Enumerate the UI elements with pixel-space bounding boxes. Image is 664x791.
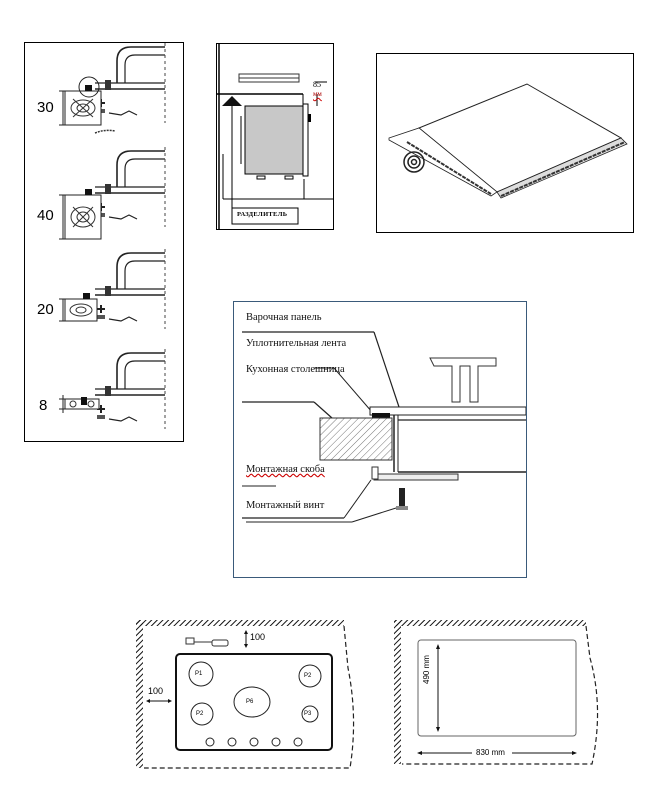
burner-p6: P6 bbox=[246, 699, 254, 705]
dimension-unit: мм bbox=[313, 90, 322, 98]
label-mounting-bracket: Монтажная скоба bbox=[246, 464, 325, 475]
burner-p1: P1 bbox=[195, 671, 203, 677]
seal-variant-30 bbox=[59, 43, 166, 134]
seal-variant-8 bbox=[59, 349, 166, 430]
burner-p2-left: P2 bbox=[196, 711, 204, 717]
dimension-value-85: 85 bbox=[313, 80, 321, 89]
label-mounting-screw: Монтажный винт bbox=[246, 500, 325, 511]
cutout-height-label: 490 mm bbox=[422, 655, 431, 684]
hob-seal-tape-drawing bbox=[388, 83, 628, 199]
seal-variant-40 bbox=[59, 147, 166, 240]
dimension-label-20: 20 bbox=[37, 301, 54, 318]
figure-hob-seal-tape bbox=[376, 53, 634, 233]
cutout-dimensions-drawing bbox=[394, 620, 599, 765]
figure-cutout-dimensions: 490 mm 830 mm bbox=[392, 618, 608, 773]
dimension-label-30: 30 bbox=[37, 99, 54, 116]
figure-seal-variants: 30 40 20 8 bbox=[24, 42, 184, 442]
burner-p3: P3 bbox=[304, 711, 312, 717]
dimension-label-8: 8 bbox=[39, 397, 48, 414]
figure-installation-section: Варочная панель Уплотнительная лента Кух… bbox=[233, 301, 527, 578]
installation-section-drawing bbox=[242, 331, 526, 523]
hob-clearance-drawing bbox=[136, 620, 355, 769]
clearance-left-label: 100 bbox=[148, 686, 164, 696]
figure-oven-divider: 85 мм РАЗДЕЛИТЕЛЬ bbox=[216, 43, 334, 230]
cutout-width-label: 830 mm bbox=[476, 748, 505, 757]
dimension-label-40: 40 bbox=[37, 207, 54, 224]
divider-label: РАЗДЕЛИТЕЛЬ bbox=[237, 211, 288, 218]
clearance-top-label: 100 bbox=[250, 632, 266, 642]
seal-variant-20 bbox=[59, 249, 166, 330]
label-kitchen-worktop: Кухонная столешница bbox=[246, 364, 345, 375]
label-sealing-tape: Уплотнительная лента bbox=[246, 338, 347, 349]
figure-hob-clearance: 100 100 P1 P2 P6 P2 P3 bbox=[136, 618, 364, 773]
burner-p2-right: P2 bbox=[304, 673, 312, 679]
oven-divider-drawing bbox=[217, 44, 333, 229]
label-cooktop-panel: Варочная панель bbox=[246, 312, 322, 323]
